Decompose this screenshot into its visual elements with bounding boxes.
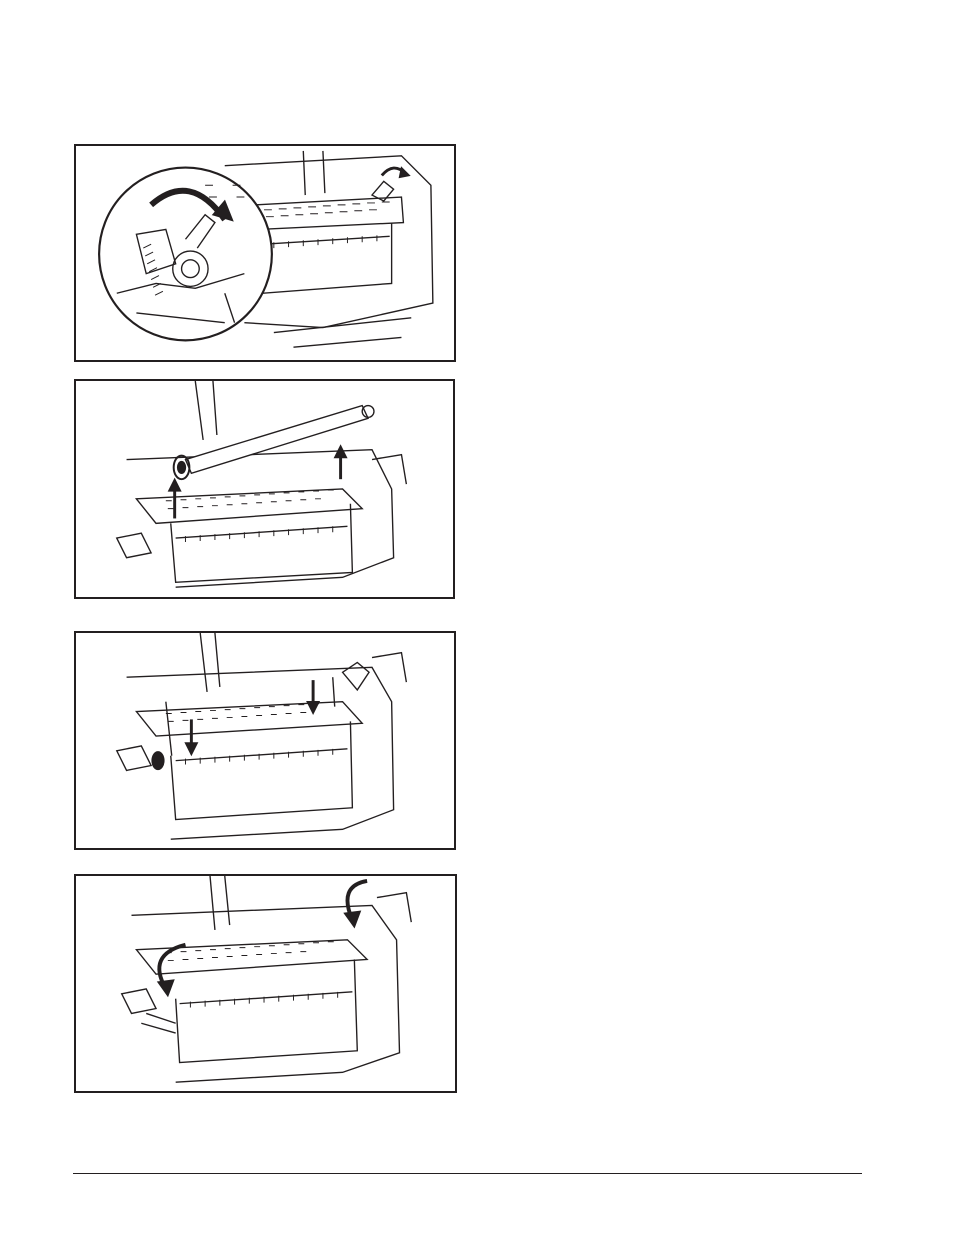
lift-platen-roller-illustration — [76, 381, 453, 597]
figure-insert-platen-roller — [74, 631, 456, 850]
figure-lift-platen-roller — [74, 379, 455, 599]
figure-lock-latch — [74, 874, 457, 1093]
lock-latch-illustration — [76, 876, 455, 1091]
insert-platen-roller-illustration — [76, 633, 454, 848]
footer-rule — [73, 1173, 862, 1174]
figure-release-latch — [74, 144, 456, 362]
release-latch-zoom-illustration — [76, 146, 454, 360]
